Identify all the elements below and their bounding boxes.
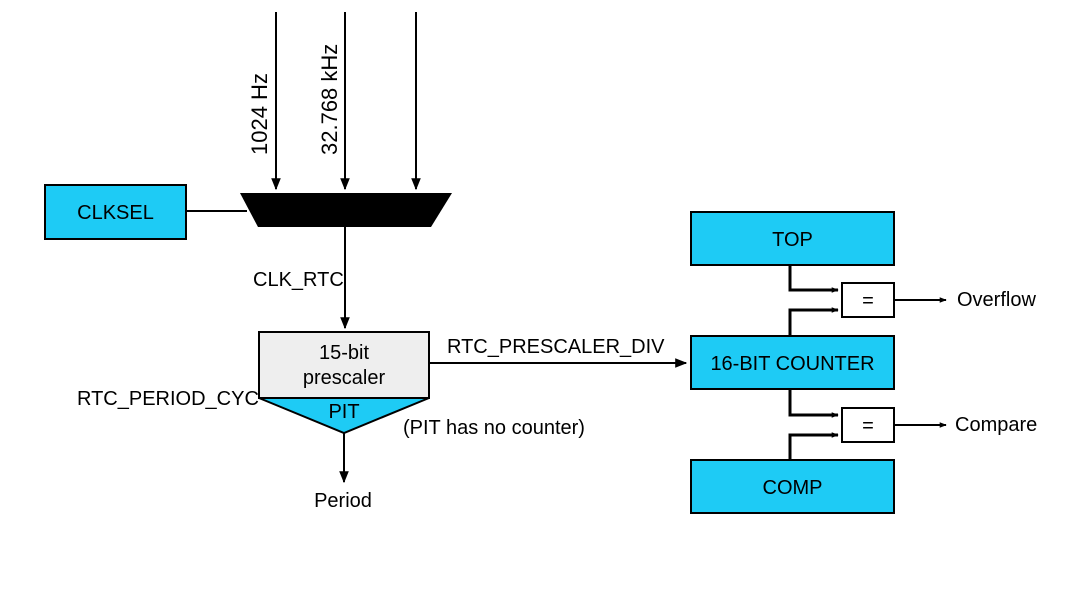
compare-comparator <box>841 407 895 443</box>
pit-block <box>258 397 430 435</box>
period-label: Period <box>314 490 372 512</box>
rtc-prescaler-div-label: RTC_PRESCALER_DIV <box>447 336 665 358</box>
counter-to-overflow-wire <box>788 307 839 336</box>
rtc-period-cyc-label: RTC_PERIOD_CYC <box>77 388 259 410</box>
clksel-block <box>44 184 187 240</box>
counter-to-compare-wire <box>788 389 839 418</box>
pit-note: (PIT has no counter) <box>403 417 585 439</box>
clk-rtc-label: CLK_RTC <box>253 269 344 291</box>
counter-block <box>690 335 895 390</box>
comp-block <box>690 459 895 514</box>
clksel-label: CLKSEL <box>77 202 154 224</box>
top-to-overflow-wire <box>788 265 839 293</box>
clock-mux <box>240 193 452 227</box>
comp-to-compare-wire <box>788 432 839 460</box>
prescaler-line1: 15-bit <box>319 342 369 364</box>
overflow-comparator-label: = <box>862 290 874 312</box>
freq-32768-label: 32.768 kHz <box>317 44 342 155</box>
compare-label: Compare <box>955 414 1037 436</box>
counter-label: 16-BIT COUNTER <box>710 353 874 375</box>
overflow-comparator <box>841 282 895 318</box>
compare-comparator-label: = <box>862 415 874 437</box>
pit-label: PIT <box>328 401 359 423</box>
top-label: TOP <box>772 229 813 251</box>
freq-1024-label: 1024 Hz <box>247 73 272 155</box>
overflow-label: Overflow <box>957 289 1036 311</box>
top-block <box>690 211 895 266</box>
prescaler-line2: prescaler <box>303 367 386 389</box>
comp-label: COMP <box>763 477 823 499</box>
